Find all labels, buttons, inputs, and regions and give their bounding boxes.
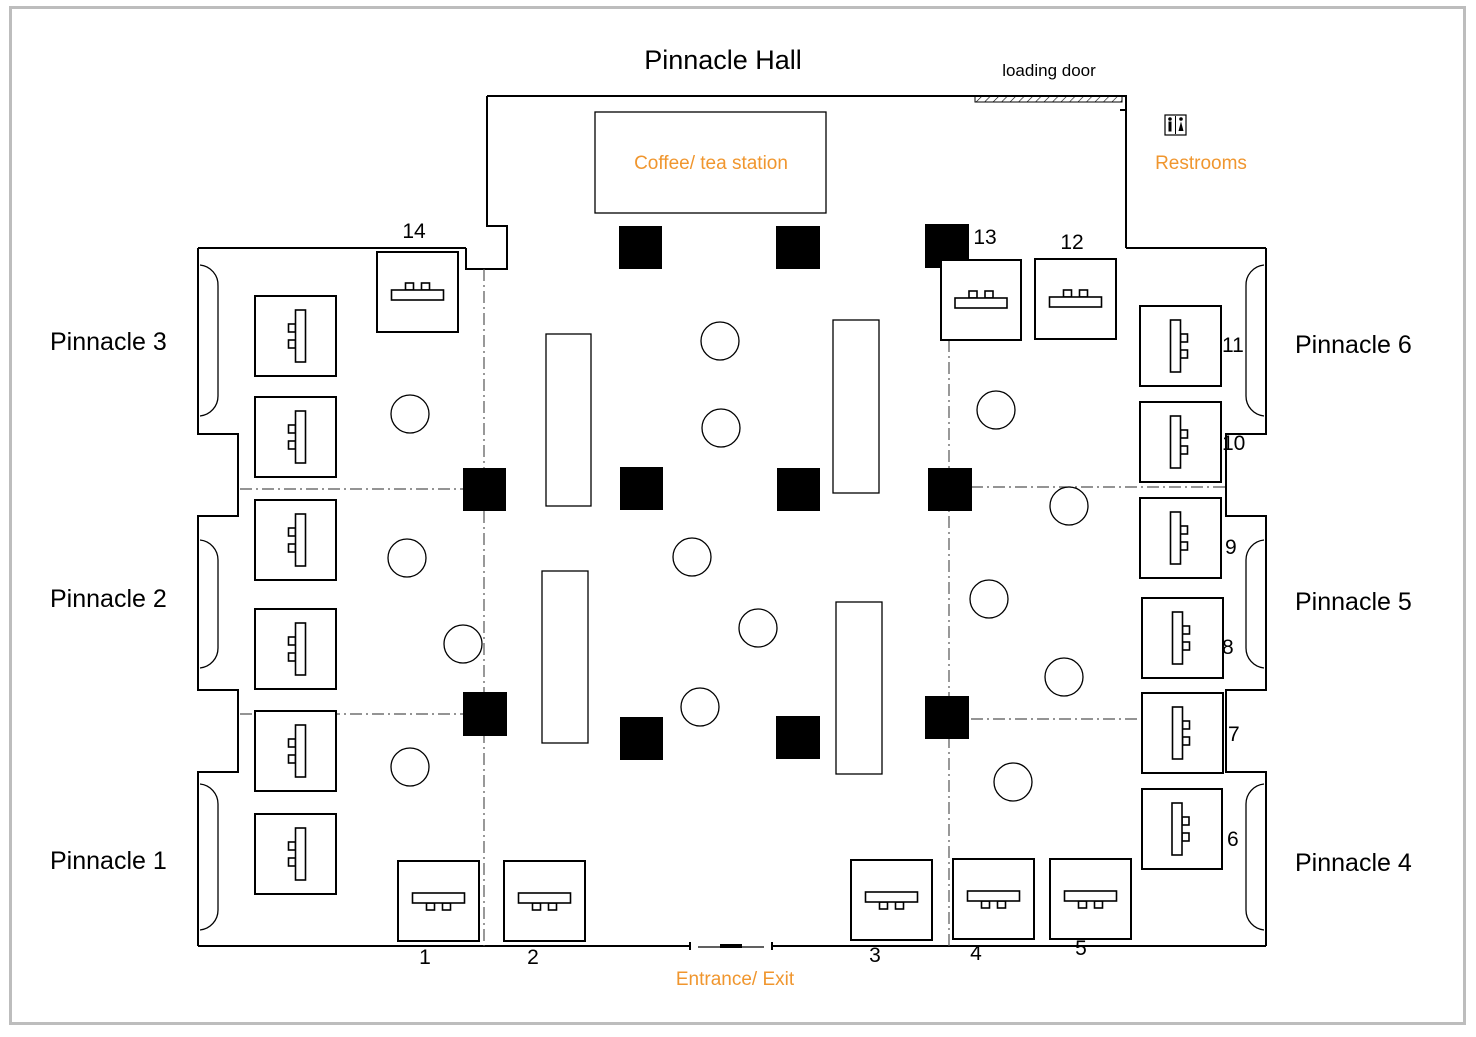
booth-7 <box>1141 692 1224 774</box>
round-table <box>969 579 1009 619</box>
booth-number-6: 6 <box>1227 828 1239 851</box>
long-tables <box>541 319 883 775</box>
booth-numbers: 1 2 3 4 5 6 7 8 9 10 11 12 13 14 <box>402 220 1245 969</box>
round-table <box>1049 486 1089 526</box>
booth-number-9: 9 <box>1225 536 1237 559</box>
round-table <box>390 394 430 434</box>
loading-door-label: loading door <box>1002 61 1096 80</box>
room-label-pinnacle-3: Pinnacle 3 <box>50 328 167 356</box>
numbered-booths <box>376 251 1224 942</box>
coffee-station-label: Coffee/ tea station <box>634 153 788 174</box>
booth-5 <box>1049 858 1132 940</box>
round-table <box>976 390 1016 430</box>
booth-unnumbered <box>254 608 337 690</box>
room-label-pinnacle-1: Pinnacle 1 <box>50 847 167 875</box>
room-label-pinnacle-4: Pinnacle 4 <box>1295 849 1412 877</box>
booth-number-14: 14 <box>402 220 426 243</box>
round-table <box>390 747 430 787</box>
booth-unnumbered <box>254 396 337 478</box>
round-table <box>993 762 1033 802</box>
booth-unnumbered <box>254 499 337 581</box>
left-booths <box>254 295 337 895</box>
restrooms-label: Restrooms <box>1155 153 1247 174</box>
pillar <box>777 468 820 511</box>
booth-13 <box>940 259 1022 341</box>
coffee-station <box>594 111 827 214</box>
booth-number-7: 7 <box>1228 723 1240 746</box>
room-label-pinnacle-2: Pinnacle 2 <box>50 585 167 613</box>
long-table <box>541 570 589 744</box>
entrance-label: Entrance/ Exit <box>676 969 795 990</box>
booth-number-13: 13 <box>973 226 996 249</box>
round-table <box>700 321 740 361</box>
booth-3 <box>850 859 933 941</box>
right-doors <box>1245 264 1265 931</box>
booth-14 <box>376 251 459 333</box>
booth-unnumbered <box>254 295 337 377</box>
pillar <box>463 692 507 736</box>
round-tables <box>387 321 1089 802</box>
entrance-door <box>689 942 773 950</box>
pillar <box>925 696 969 739</box>
booth-number-5: 5 <box>1075 937 1087 960</box>
round-table <box>672 537 712 577</box>
room-label-pinnacle-5: Pinnacle 5 <box>1295 588 1412 616</box>
round-table <box>701 408 741 448</box>
round-table <box>738 608 778 648</box>
long-table <box>545 333 592 507</box>
hall-title: Pinnacle Hall <box>644 45 802 75</box>
pillar <box>619 226 662 269</box>
booth-number-10: 10 <box>1222 432 1245 455</box>
room-labels: Pinnacle 3 Pinnacle 2 Pinnacle 1 Pinnacl… <box>50 328 1412 877</box>
pillars <box>463 224 972 760</box>
booth-unnumbered <box>254 813 337 895</box>
pillar <box>776 226 820 269</box>
pillar <box>463 468 506 511</box>
booth-number-3: 3 <box>869 944 881 967</box>
booth-number-12: 12 <box>1060 231 1083 254</box>
round-table <box>443 624 483 664</box>
booth-number-1: 1 <box>419 946 431 969</box>
booth-4 <box>952 858 1035 940</box>
booth-1 <box>397 860 480 942</box>
booth-12 <box>1034 258 1117 340</box>
partitions <box>240 269 1226 946</box>
booth-unnumbered <box>254 710 337 792</box>
booth-number-11: 11 <box>1222 334 1244 357</box>
booth-number-8: 8 <box>1222 636 1234 659</box>
booth-6 <box>1141 788 1223 870</box>
booth-9 <box>1139 497 1222 579</box>
booth-2 <box>503 860 586 942</box>
round-table <box>387 538 427 578</box>
pillar <box>620 717 663 760</box>
booth-11 <box>1139 305 1222 387</box>
booth-10 <box>1139 401 1222 483</box>
upper-hall-walls <box>465 95 1127 270</box>
long-table <box>832 319 880 494</box>
booth-number-2: 2 <box>527 946 539 969</box>
pillar <box>928 468 972 511</box>
left-doors <box>199 264 219 931</box>
main-floor-walls <box>197 247 1267 947</box>
booth-8 <box>1141 597 1224 679</box>
long-table <box>835 601 883 775</box>
loading-door <box>974 95 1123 103</box>
pillar <box>620 467 663 510</box>
booth-number-4: 4 <box>970 942 982 965</box>
restroom-icon <box>1164 114 1187 136</box>
round-table <box>680 687 720 727</box>
pillar <box>776 716 820 759</box>
round-table <box>1044 657 1084 697</box>
room-label-pinnacle-6: Pinnacle 6 <box>1295 331 1412 359</box>
